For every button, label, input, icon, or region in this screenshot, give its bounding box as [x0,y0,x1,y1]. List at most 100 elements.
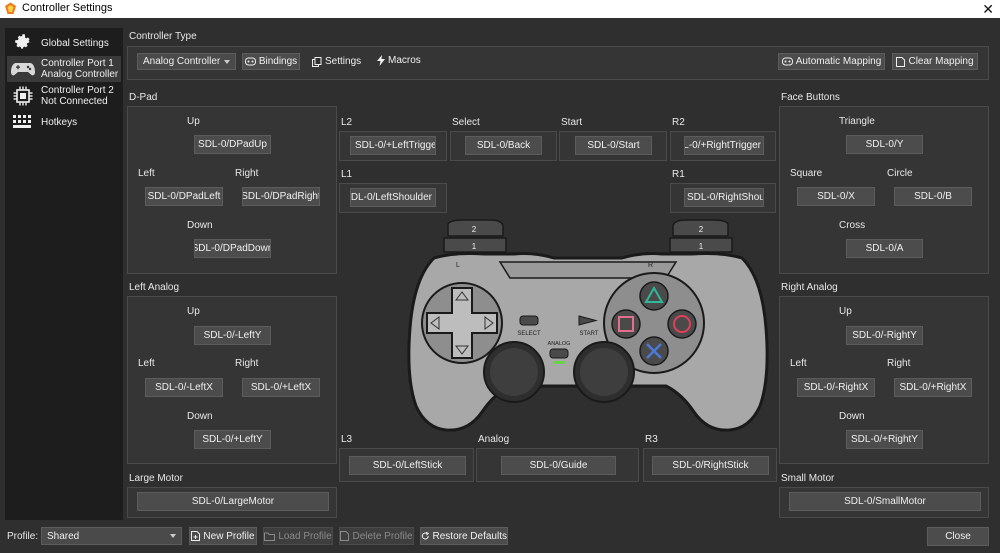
sidebar-item-controller-port-2[interactable]: Controller Port 2 Not Connected [7,83,121,109]
gamepad-icon [244,57,256,66]
delete-profile-label: Delete Profile [352,530,413,542]
dpad-arrow-left-icon [430,316,440,330]
profile-value: Shared [47,530,80,542]
dpad-arrow-down-icon [455,345,469,355]
select-binding-button[interactable]: SDL-0/Back [465,136,542,155]
sidebar-item-controller-port-1[interactable]: Controller Port 1 Analog Controller [7,56,121,82]
macros-tab-button[interactable]: Macros [377,55,421,66]
circle-button-image [667,309,697,339]
right-analog-label: Right Analog [781,282,838,293]
square-binding-button[interactable]: SDL-0/X [797,187,875,206]
start-button-image [578,315,598,326]
right-analog-up-binding-button[interactable]: SDL-0/-RightY [846,326,923,345]
square-button-image [611,309,641,339]
left-stick-cap [490,348,538,396]
r1-shoulder [669,237,733,253]
left-analog-up-binding-button[interactable]: SDL-0/-LeftY [194,326,271,345]
left-analog-down-binding-button[interactable]: SDL-0/+LeftY [194,430,271,449]
profile-label: Profile: [7,531,39,542]
circle-binding-button[interactable]: SDL-0/B [894,187,972,206]
sidebar-item-label: Hotkeys [41,116,78,128]
start-text: START [579,331,598,337]
sidebar-item-global-settings[interactable]: Global Settings [7,30,121,56]
left-analog-left-binding-button[interactable]: SDL-0/-LeftX [145,378,223,397]
r1-binding-button[interactable]: SDL-0/RightShoulder [684,188,764,207]
copy-icon [312,56,322,67]
l1-binding-button[interactable]: SDL-0/LeftShoulder [350,188,436,207]
l2-shoulder [447,219,504,237]
bindings-button[interactable]: Bindings [242,53,300,70]
analog-text: ANALOG [548,341,571,347]
triangle-binding-button[interactable]: SDL-0/Y [846,135,923,154]
settings-tab-button[interactable]: Settings [312,56,361,67]
r2-label: R2 [672,117,685,128]
dpad-left-label: Left [138,168,155,179]
select-text: SELECT [517,331,541,337]
right-analog-left-label: Left [790,358,807,369]
chevron-down-icon [170,534,176,538]
restore-defaults-button[interactable]: Restore Defaults [420,527,508,545]
sidebar: Global Settings Controller Port 1 Analog… [5,28,123,520]
window-title: Controller Settings [22,2,113,14]
dpad-left-binding-button[interactable]: SDL-0/DPadLeft [145,187,223,206]
r1-label: R1 [672,169,685,180]
l1-label: L1 [341,169,353,180]
cross-binding-button[interactable]: SDL-0/A [846,239,923,258]
r2-binding-button[interactable]: SDL-0/+RightTrigger [684,136,764,155]
dpad-arrow-up-icon [455,291,469,301]
dpad-down-label: Down [187,220,213,231]
sidebar-item-label: Global Settings [41,37,109,49]
document-icon [896,56,906,67]
dpad-arrow-right-icon [484,316,494,330]
dpad-up-label: Up [187,116,200,127]
small-motor-binding-button[interactable]: SDL-0/SmallMotor [789,492,981,511]
l3-label: L3 [341,434,353,445]
window-close-button[interactable]: ✕ [982,1,994,17]
gear-icon [11,31,35,55]
select-label: Select [452,117,480,128]
start-binding-button[interactable]: SDL-0/Start [575,136,652,155]
right-analog-right-binding-button[interactable]: SDL-0/+RightX [894,378,972,397]
automatic-mapping-button[interactable]: Automatic Mapping [778,53,885,70]
controller-type-select[interactable]: Analog Controller [137,53,236,70]
large-motor-binding-button[interactable]: SDL-0/LargeMotor [137,492,329,511]
new-profile-label: New Profile [203,530,255,542]
right-analog-left-binding-button[interactable]: SDL-0/-RightX [797,378,875,397]
refresh-icon [421,531,430,540]
l-marker: L [456,262,460,269]
right-analog-down-binding-button[interactable]: SDL-0/+RightY [846,430,923,449]
analog-binding-button[interactable]: SDL-0/Guide [501,456,616,475]
left-analog-up-label: Up [187,306,200,317]
delete-profile-button[interactable]: Delete Profile [339,527,414,545]
gamepad-icon [11,57,35,81]
profile-select[interactable]: Shared [41,527,182,545]
controller-type-label: Controller Type [129,31,197,42]
circle-label: Circle [887,168,913,179]
load-profile-button[interactable]: Load Profile [263,527,333,545]
start-label: Start [561,117,583,128]
r1-mark: 1 [699,242,704,251]
folder-icon [264,532,276,541]
dpad-up-binding-button[interactable]: SDL-0/DPadUp [194,135,271,154]
l2-binding-button[interactable]: SDL-0/+LeftTrigger [350,136,436,155]
r2-shoulder [672,219,729,237]
title-bar: Controller Settings ✕ [0,0,1000,18]
r3-binding-button[interactable]: SDL-0/RightStick [652,456,769,475]
restore-defaults-label: Restore Defaults [432,530,507,542]
l3-binding-button[interactable]: SDL-0/LeftStick [349,456,466,475]
close-button[interactable]: Close [927,527,989,546]
clear-mapping-button[interactable]: Clear Mapping [892,53,978,70]
left-analog-right-label: Right [235,358,259,369]
new-profile-button[interactable]: New Profile [189,527,257,545]
dpad-down-binding-button[interactable]: SDL-0/DPadDown [194,239,271,258]
chevron-down-icon [224,59,230,64]
controller-image: 2 1 2 1 L R SELECT START ANALOG [407,219,769,432]
chip-icon [11,84,35,108]
dpad-right-binding-button[interactable]: SDL-0/DPadRight [242,187,320,206]
square-icon [618,316,634,332]
automatic-mapping-label: Automatic Mapping [795,56,882,67]
sidebar-item-hotkeys[interactable]: Hotkeys [7,109,121,135]
left-analog-right-binding-button[interactable]: SDL-0/+LeftX [242,378,320,397]
circle-icon [673,315,691,333]
r2-mark: 2 [699,225,704,234]
